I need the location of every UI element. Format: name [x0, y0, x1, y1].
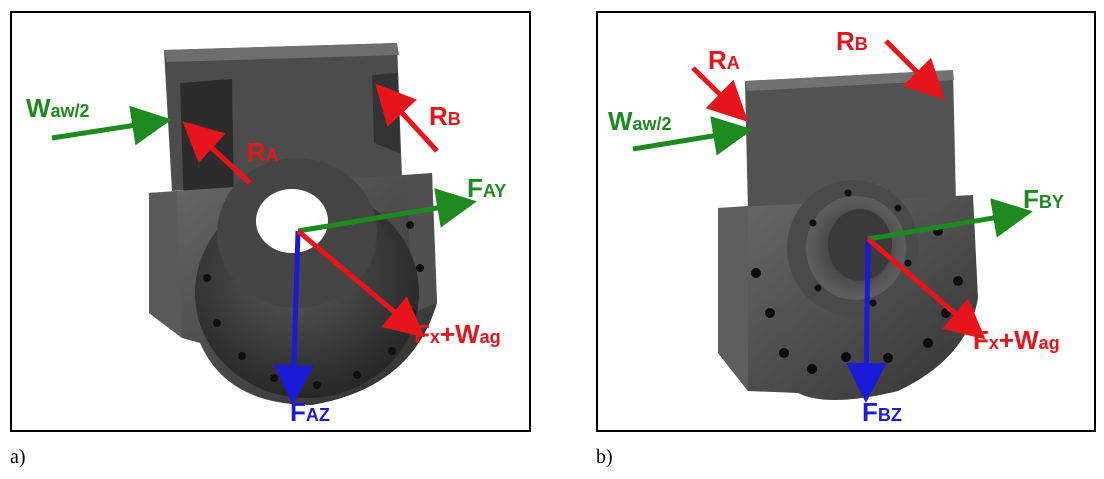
fbz-arrow [846, 238, 887, 403]
bore-hole [256, 189, 328, 253]
caption-b: b) [596, 446, 613, 468]
label-waw: Waw/2 [608, 106, 672, 136]
label-ra: RA [247, 137, 279, 167]
fay-arrow [297, 188, 477, 234]
caption-a: a) [10, 446, 26, 468]
fx-arrow [296, 229, 425, 338]
label-fx-wag: Fx+Wag [973, 325, 1060, 355]
label-waw: Waw/2 [26, 93, 90, 123]
rb-arrow [375, 83, 439, 153]
panel-b: RA RB Waw/2 FBY FBZ Fx+Wag [596, 11, 1096, 432]
ra-arrow [691, 66, 749, 122]
fby-arrow [867, 198, 1033, 242]
label-fbz: FBZ [862, 397, 902, 427]
faz-arrow [273, 230, 314, 405]
bracket-b-part [718, 70, 978, 401]
label-rb: RB [429, 101, 461, 131]
label-faz: FAZ [290, 397, 330, 427]
waw-arrow [632, 116, 753, 156]
rb-arrow [884, 39, 946, 101]
panel-b-drawing: RA RB Waw/2 FBY FBZ Fx+Wag [608, 26, 1064, 427]
panel-a-drawing: Waw/2 RA RB FAY FAZ Fx+Wag [26, 43, 506, 427]
label-rb: RB [836, 26, 868, 56]
label-fay: FAY [467, 173, 506, 203]
label-fx-wag: Fx+Wag [414, 319, 501, 349]
ra-arrow [182, 121, 252, 185]
label-ra: RA [708, 45, 740, 75]
waw-arrow [51, 105, 172, 146]
label-fby: FBY [1023, 184, 1064, 214]
fx-arrow [866, 237, 986, 340]
panel-a: Waw/2 RA RB FAY FAZ Fx+Wag [10, 11, 531, 432]
